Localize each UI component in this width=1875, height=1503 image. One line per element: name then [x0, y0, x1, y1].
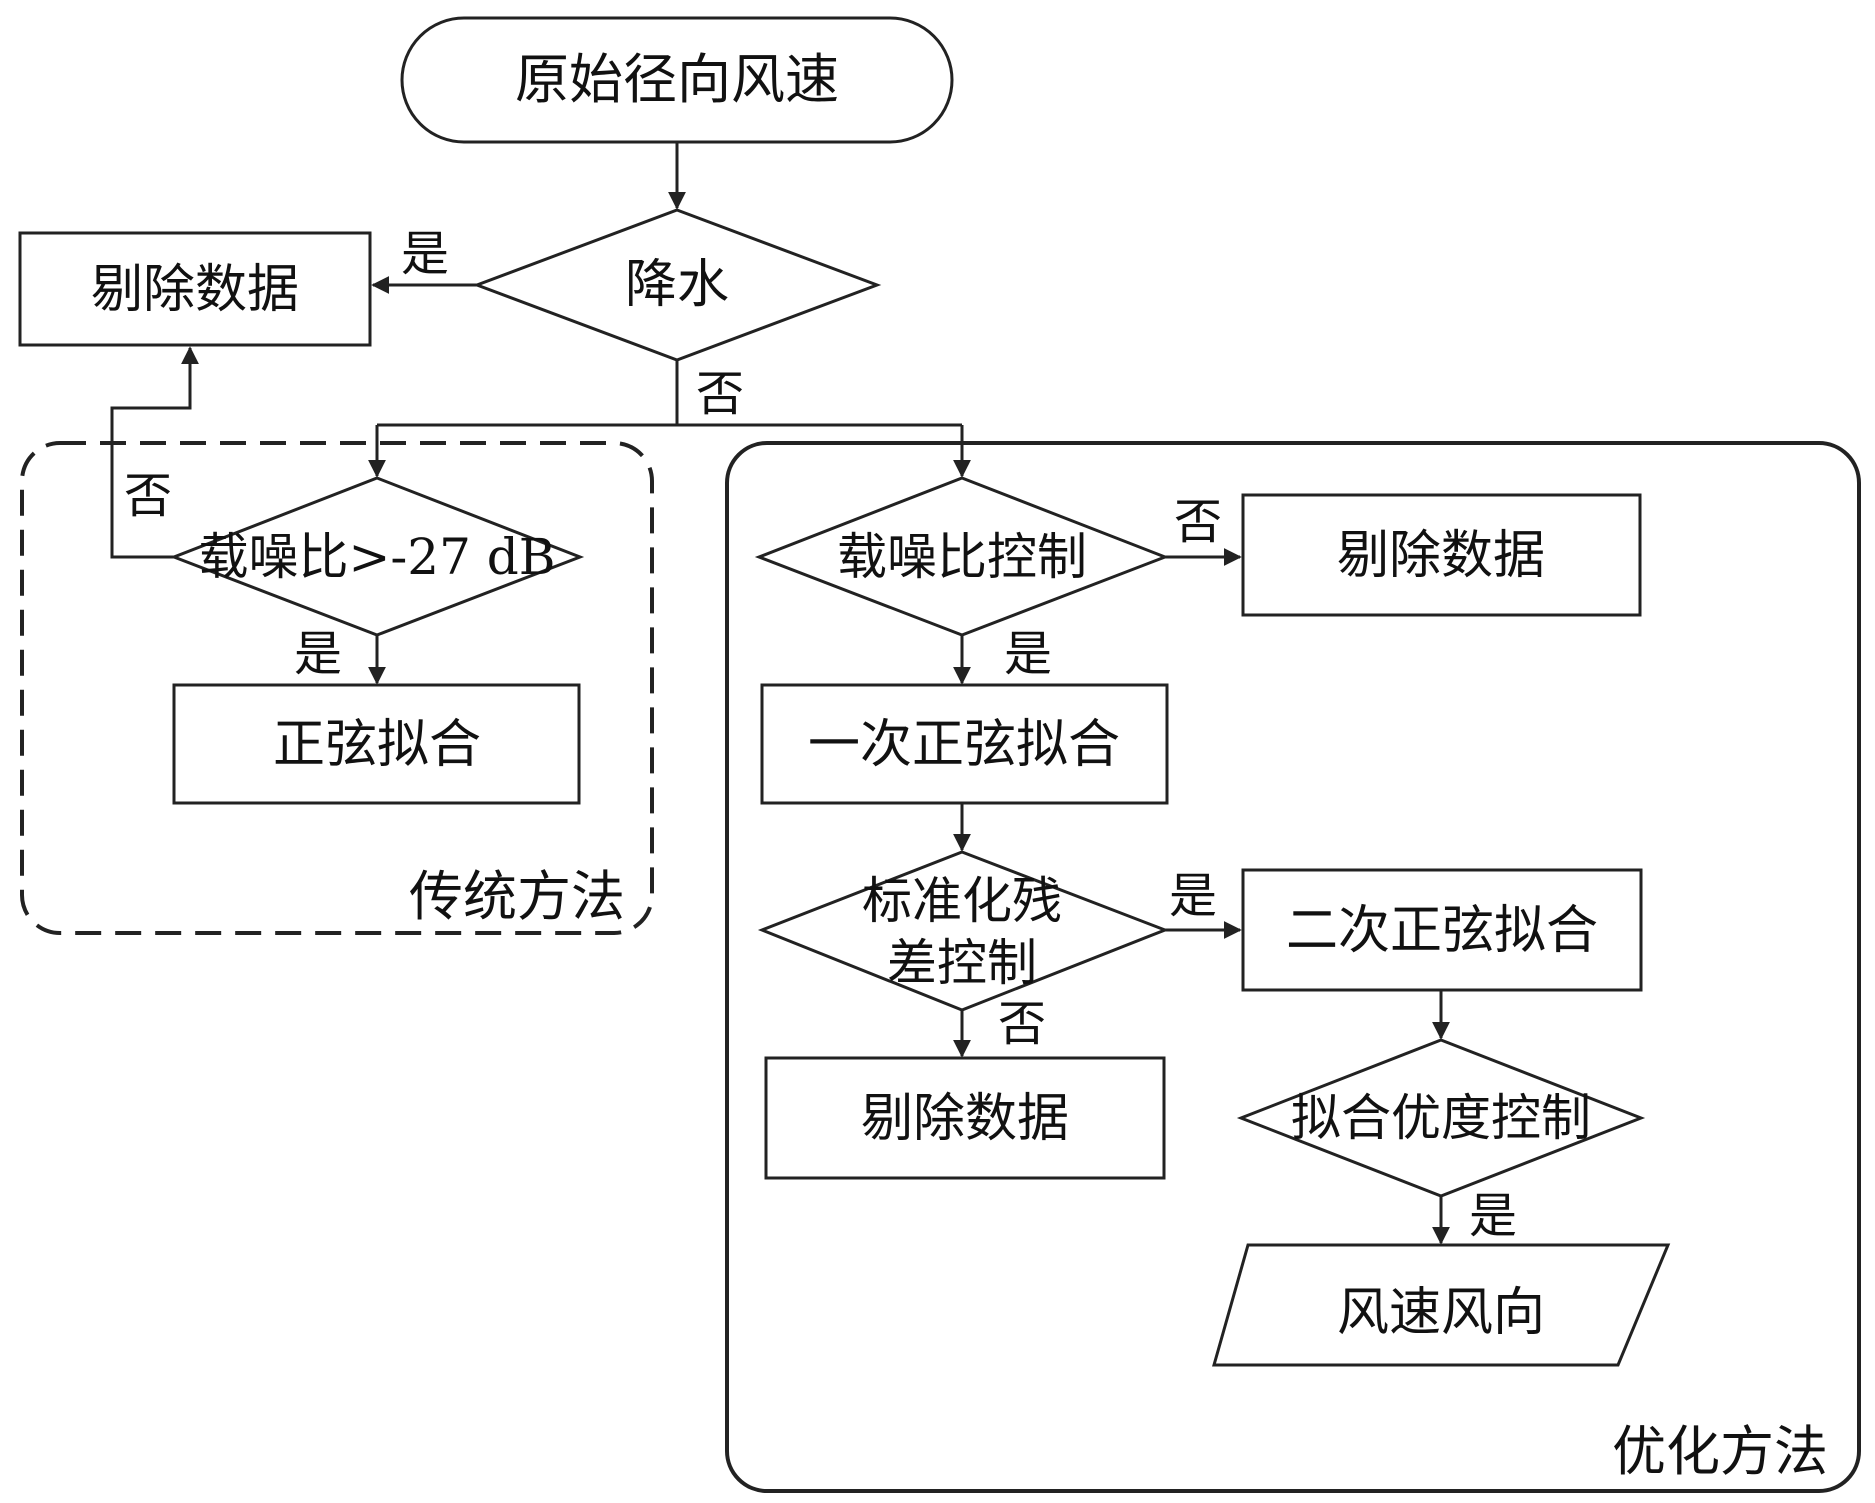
sine-fit-box [172, 683, 581, 805]
optimized-method-caption: 优化方法 [1612, 1420, 1828, 1483]
goodness-of-fit-label: 拟合优度控制 [1291, 1089, 1591, 1147]
remove-data-bottom-label: 剔除数据 [861, 1089, 1069, 1149]
sine-fit-label: 正弦拟合 [273, 715, 481, 775]
label-residual-no: 否 [998, 996, 1046, 1052]
label-cnr-control-no: 否 [1174, 494, 1222, 550]
cnr-control-label: 载噪比控制 [837, 528, 1087, 586]
traditional-method-caption: 传统方法 [409, 865, 625, 928]
label-residual-yes: 是 [1169, 868, 1217, 924]
wind-output-label: 风速风向 [1337, 1283, 1545, 1343]
first-sine-fit-box [760, 683, 1169, 805]
optimized-method-group [725, 441, 1861, 1493]
first-sine-fit-label: 一次正弦拟合 [808, 715, 1120, 775]
remove-data-top-label: 剔除数据 [91, 260, 299, 320]
cnr-threshold-label: 载噪比>-27 dB [198, 528, 555, 586]
remove-data-bottom [764, 1056, 1166, 1180]
remove-data-right-label: 剔除数据 [1337, 526, 1545, 586]
second-sine-fit-box [1241, 868, 1643, 992]
label-goodness-yes: 是 [1469, 1188, 1517, 1244]
label-cnr-threshold-yes: 是 [294, 626, 342, 682]
start-node-label: 原始径向风速 [515, 48, 839, 111]
remove-data-top [18, 231, 372, 347]
edge-cnr-threshold-no [110, 346, 199, 559]
edge-rain-split [377, 360, 962, 427]
wind-output-node [1212, 1243, 1671, 1367]
label-rain-no: 否 [696, 366, 744, 422]
residual-control-label-line2: 差控制 [887, 934, 1037, 992]
residual-control-label-line1: 标准化残 [862, 872, 1062, 930]
rain-decision-label: 降水 [625, 255, 729, 315]
remove-data-right [1241, 493, 1642, 617]
label-cnr-threshold-no: 否 [124, 468, 172, 524]
traditional-method-group [20, 441, 654, 935]
label-cnr-control-yes: 是 [1004, 626, 1052, 682]
second-sine-fit-label: 二次正弦拟合 [1286, 901, 1598, 961]
label-rain-yes: 是 [401, 226, 449, 282]
